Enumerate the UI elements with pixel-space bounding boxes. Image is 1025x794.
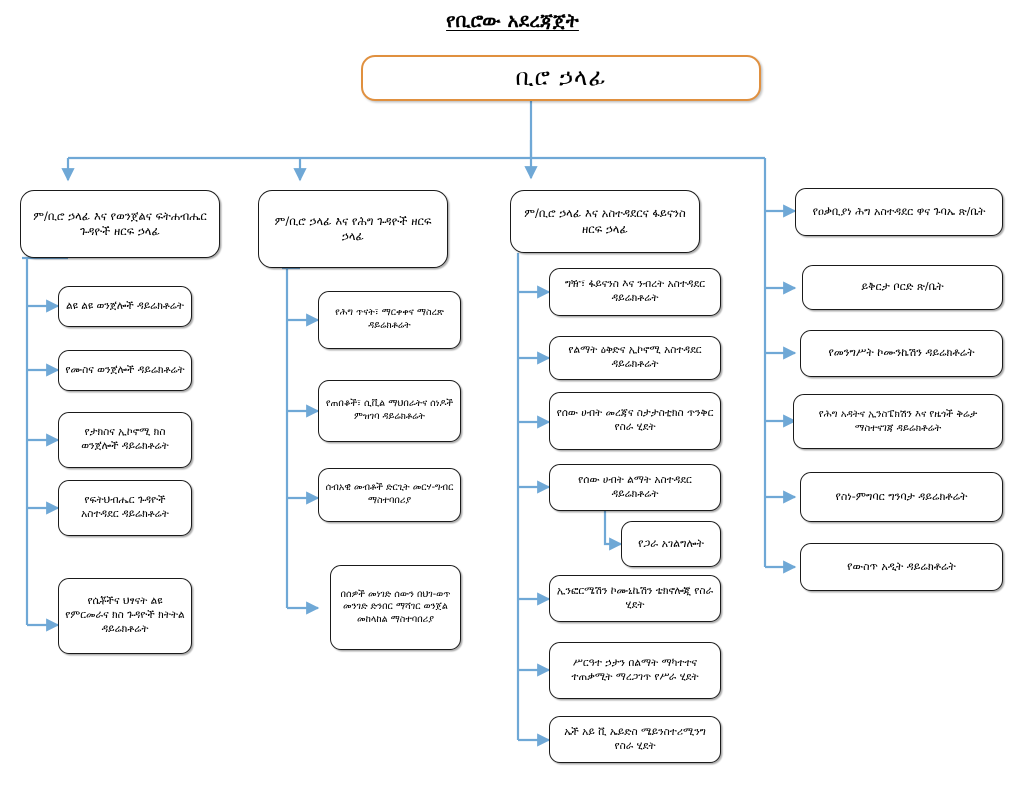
node-root-bureau-head[interactable]: ቢሮ ኃላፊ (361, 55, 761, 101)
node-root-label: ቢሮ ኃላፊ (515, 64, 607, 91)
node-unit-internal-audit-label: የውስጥ አዲት ዳይሬክቶሬት (847, 559, 956, 573)
node-unit-government-communication[interactable]: የመንግሥት ኮሙንኬሽን ዳይሬክቶሬት (800, 330, 1003, 377)
node-branch-admin-finance[interactable]: ም/ቢሮ ኃላፊ እና አስተዳደርና ፋይናንስ ዘርፍ ኃላፊ (510, 190, 700, 253)
node-b2-child-3-label: ሰብአዊ መብቶች ድርጊት መርሃ-ግብር ማስተባበሪያ (325, 482, 454, 506)
node-b1-child-4[interactable]: የፍትህብሔር ጉዳዮች አስተዳደር ዳይሬክቶሬት (58, 480, 192, 536)
node-b3-child-4-label: የሰው ሀብት ልማት አስተዳደር ዳይሬክቶሬት (578, 473, 692, 500)
node-b2-child-4[interactable]: በሰዎች መነገድ ሰውን በህገ-ወጥ መንገድ ድንበር ማሻገር ወንጀል… (330, 565, 461, 650)
node-b1-child-2-label: የሙስና ወንጀሎች ዳይሬክቶሬት (65, 363, 185, 376)
node-branch-criminal-civil-label: ም/ቢሮ ኃላፊ እና የወንጀልና ፍትሐብሔር ጉዳዮች ዘርፍ ኃላፊ (33, 208, 207, 238)
node-b3-child-6-label: ሥርዓተ ኃታን በልማት ማካተተና ተጠቃሚት ማረጋገጥ የሥራ ሂደት (571, 656, 699, 683)
node-unit-pardon-board[interactable]: ይቅርታ ቦርድ ጽ/ቤት (802, 265, 1003, 310)
node-b1-child-1-label: ልዩ ልዩ ወንጀሎች ዳይሬክቶሬት (66, 299, 184, 312)
node-b2-child-1-label: የሕግ ጥናት፣ ማርቀቀና ማስረጽ ዳይሬክቶሬት (335, 307, 444, 331)
node-unit-legal-inspection[interactable]: የሕግ አዳትና ኢንስፔክሽን እና የዜጎች ቅሬታ ማስተናገጃ ዳይሬክ… (793, 394, 1003, 449)
node-unit-ethics-building-label: የስነ-ምግባር ግንባታ ዳይሬክቶሬት (835, 489, 968, 503)
node-branch-admin-finance-label: ም/ቢሮ ኃላፊ እና አስተዳደርና ፋይናንስ ዘርፍ ኃላፊ (524, 206, 686, 236)
node-unit-prosecutors-council[interactable]: የዐቃቢያነ ሕግ አስተዳደር ዋና ጉባኤ ጽ/ቤት (795, 188, 1003, 236)
node-b3-child-2[interactable]: የልማት ዕቅድና ኢኮኖሚ አስተዳደር ዳይሬክቶሬት (549, 336, 721, 380)
node-b3-child-7-label: ኤች አይ ቪ ኤይድስ ሜይንስተሪሚንግ የስራ ሂደት (564, 725, 706, 752)
node-b1-child-3[interactable]: የታክስና ኢኮኖሚ ክስ ወንጀሎች ዳይሬክቶሬት (58, 412, 192, 468)
wire-to-shared-services (603, 511, 623, 551)
page-title: የቢሮው አደረጃጀት (446, 10, 579, 32)
node-b3-child-2-label: የልማት ዕቅድና ኢኮኖሚ አስተዳደር ዳይሬክቶሬት (568, 344, 702, 370)
node-b3-child-6[interactable]: ሥርዓተ ኃታን በልማት ማካተተና ተጠቃሚት ማረጋገጥ የሥራ ሂደት (549, 642, 721, 699)
node-b3-child-1[interactable]: ግዥ፣ ፋይናንስ እና ንብረት አስተዳደር ዳይሬክቶሬት (549, 268, 721, 316)
node-b2-child-3[interactable]: ሰብአዊ መብቶች ድርጊት መርሃ-ግብር ማስተባበሪያ (318, 468, 461, 522)
node-b2-child-2-label: የጠበቆች፣ ሲቪል ማህበራትና ሰነዶች ምዝገባ ዳይሬክቶሬት (325, 398, 454, 422)
node-branch-legal-affairs-label: ም/ቢሮ ኃላፊ እና የሕግ ጉዳዮች ዘርፍ ኃላፊ (274, 213, 432, 243)
node-b1-child-3-label: የታክስና ኢኮኖሚ ክስ ወንጀሎች ዳይሬክቶሬት (81, 426, 169, 452)
node-b2-child-4-label: በሰዎች መነገድ ሰውን በህገ-ወጥ መንገድ ድንበር ማሻገር ወንጀል… (340, 588, 451, 625)
node-b3-child-3-label: የሰው ሀብት መረጃና ስታታስቲክስ ጥንቅር የስራ ሂደት (556, 407, 714, 433)
node-b3-shared-services[interactable]: የጋራ አገልግሎት (621, 521, 721, 567)
node-b3-shared-services-label: የጋራ አገልግሎት (638, 536, 704, 550)
node-unit-ethics-building[interactable]: የስነ-ምግባር ግንባታ ዳይሬክቶሬት (800, 472, 1003, 522)
node-b1-child-2[interactable]: የሙስና ወንጀሎች ዳይሬክቶሬት (58, 350, 192, 391)
node-b1-child-4-label: የፍትህብሔር ጉዳዮች አስተዳደር ዳይሬክቶሬት (81, 494, 169, 520)
node-b1-child-1[interactable]: ልዩ ልዩ ወንጀሎች ዳይሬክቶሬት (58, 286, 192, 327)
node-b2-child-1[interactable]: የሕግ ጥናት፣ ማርቀቀና ማስረጽ ዳይሬክቶሬት (318, 291, 461, 349)
node-branch-criminal-civil[interactable]: ም/ቢሮ ኃላፊ እና የወንጀልና ፍትሐብሔር ጉዳዮች ዘርፍ ኃላፊ (20, 190, 220, 258)
node-b3-child-3[interactable]: የሰው ሀብት መረጃና ስታታስቲክስ ጥንቅር የስራ ሂደት (549, 392, 721, 450)
node-unit-pardon-board-label: ይቅርታ ቦርድ ጽ/ቤት (861, 280, 944, 294)
node-b3-child-5[interactable]: ኢንፎርሜሽን ኮሙኒኬሽን ቴክኖሎጂ የስራ ሂደት (549, 575, 721, 622)
node-b3-child-4[interactable]: የሰው ሀብት ልማት አስተዳደር ዳይሬክቶሬት (549, 464, 721, 511)
node-unit-government-communication-label: የመንግሥት ኮሙንኬሽን ዳይሬክቶሬት (828, 346, 975, 360)
node-b2-child-2[interactable]: የጠበቆች፣ ሲቪል ማህበራትና ሰነዶች ምዝገባ ዳይሬክቶሬት (318, 380, 461, 442)
node-b1-child-5[interactable]: የሴቾችና ህፃናት ልዩ የምርመራና ክስ ጉዳዮች ክትትል ዳይሬክቶሬ… (58, 578, 192, 654)
node-unit-internal-audit[interactable]: የውስጥ አዲት ዳይሬክቶሬት (800, 543, 1003, 591)
node-unit-legal-inspection-label: የሕግ አዳትና ኢንስፔክሽን እና የዜጎች ቅሬታ ማስተናገጃ ዳይሬክ… (818, 409, 978, 434)
node-b3-child-5-label: ኢንፎርሜሽን ኮሙኒኬሽን ቴክኖሎጂ የስራ ሂደት (556, 584, 714, 611)
node-b1-child-5-label: የሴቾችና ህፃናት ልዩ የምርመራና ክስ ጉዳዮች ክትትል ዳይሬክቶሬ… (65, 595, 185, 635)
node-b3-child-7[interactable]: ኤች አይ ቪ ኤይድስ ሜይንስተሪሚንግ የስራ ሂደት (549, 716, 721, 763)
node-b3-child-1-label: ግዥ፣ ፋይናንስ እና ንብረት አስተዳደር ዳይሬክቶሬት (564, 278, 706, 304)
node-branch-legal-affairs[interactable]: ም/ቢሮ ኃላፊ እና የሕግ ጉዳዮች ዘርፍ ኃላፊ (258, 190, 448, 268)
node-unit-prosecutors-council-label: የዐቃቢያነ ሕግ አስተዳደር ዋና ጉባኤ ጽ/ቤት (812, 204, 986, 218)
